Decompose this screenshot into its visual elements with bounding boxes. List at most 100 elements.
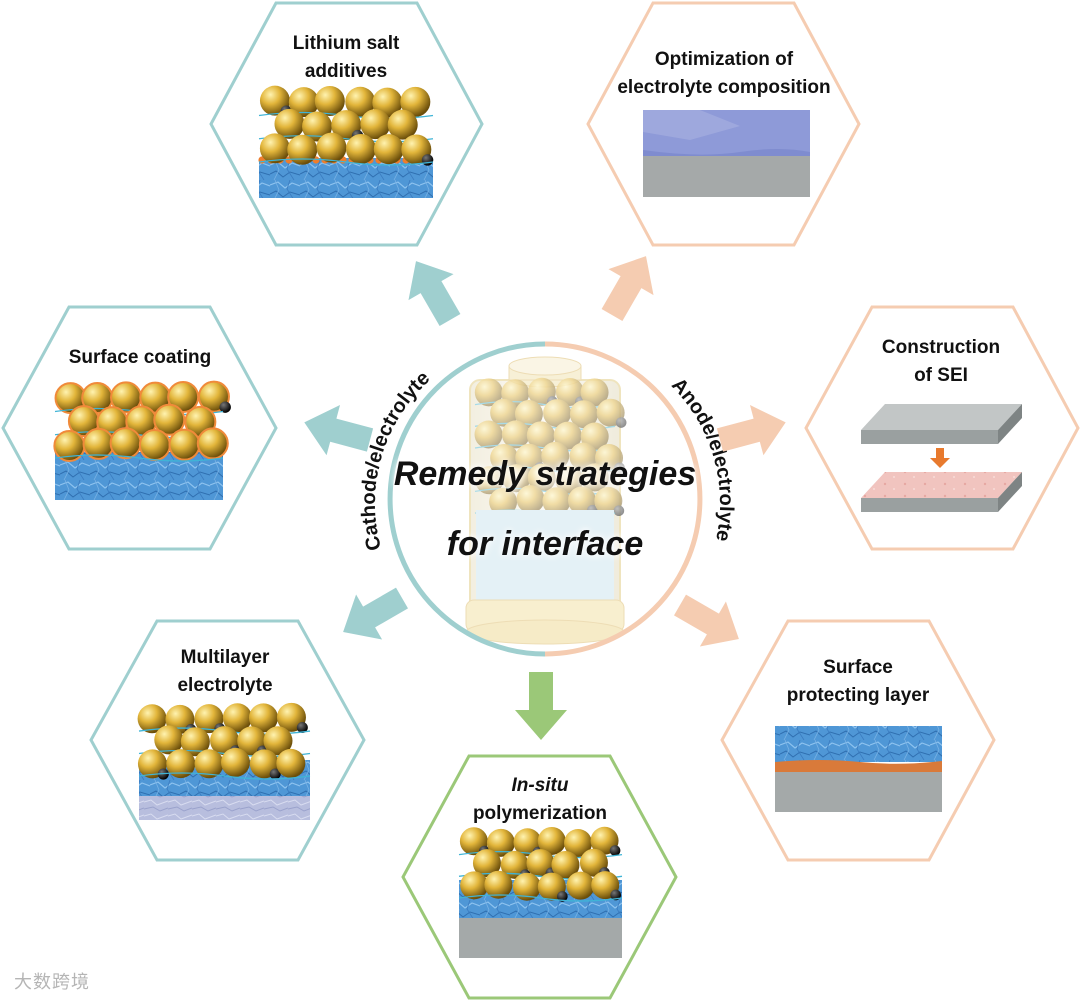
active-particle (526, 421, 555, 450)
active-particle (345, 86, 376, 117)
active-particle (345, 133, 376, 164)
panel-lithium-salt (258, 85, 434, 198)
active-particle (543, 399, 572, 428)
active-particle (514, 399, 543, 428)
active-particle (248, 703, 278, 733)
label-optimization: Optimization of electrolyte composition (617, 49, 831, 98)
active-particle (360, 109, 391, 140)
panel-in-situ (458, 826, 623, 958)
label-construction-sei: Construction of SEI (881, 337, 1001, 386)
active-particle (288, 87, 319, 118)
cathode-arc (387, 341, 546, 657)
active-particle (137, 704, 167, 734)
active-particle (314, 86, 345, 117)
active-particle (196, 427, 229, 460)
active-particle (373, 134, 404, 165)
active-particle (400, 86, 431, 117)
active-particle (474, 378, 503, 407)
active-particle (180, 727, 210, 757)
active-particle (541, 441, 570, 470)
arrow-to-surface-coating (304, 405, 374, 456)
active-particle (387, 109, 418, 140)
binder-strand (138, 772, 311, 780)
active-particle (316, 132, 347, 163)
active-particle (460, 871, 489, 900)
binder-strand (54, 454, 224, 462)
active-particle (302, 111, 333, 142)
active-particle (566, 871, 595, 900)
active-particle (263, 726, 293, 756)
active-particle (109, 427, 142, 460)
central-battery-illustration (465, 356, 627, 645)
conductive-particle (614, 462, 625, 474)
center-title-line1: Remedy strategies (393, 455, 697, 493)
arrow-to-multilayer (343, 587, 408, 640)
conductive-particle (296, 721, 308, 733)
active-particle (490, 398, 519, 427)
arrow-to-construction-sei (716, 405, 786, 456)
conductive-particle (609, 845, 621, 856)
active-particle (154, 725, 184, 755)
arrow-to-surface-protecting (674, 594, 739, 647)
arrow-to-in-situ (515, 672, 567, 740)
active-particle (489, 487, 518, 516)
active-particle (259, 133, 290, 164)
conductive-particle (219, 401, 231, 413)
active-particle (564, 829, 593, 858)
active-particle (153, 403, 186, 436)
active-particle (166, 749, 196, 779)
center-title-line2: for interface (446, 525, 644, 563)
active-particle (484, 870, 513, 899)
label-surface-coating: Surface coating (68, 347, 212, 368)
active-particle (542, 487, 571, 516)
panel-surface-coating (53, 380, 231, 500)
active-particle (168, 428, 201, 461)
conductive-particle (556, 891, 568, 902)
active-particle (551, 850, 580, 879)
active-particle (502, 464, 531, 493)
panel-multilayer (137, 702, 311, 820)
active-particle (512, 872, 541, 901)
label-multilayer: Multilayer electrolyte (177, 647, 273, 696)
active-particle (472, 849, 501, 878)
active-particle (274, 108, 305, 139)
active-particle (138, 429, 171, 462)
conductive-particle (610, 889, 622, 901)
active-particle (287, 134, 318, 165)
active-particle (580, 378, 609, 407)
label-lithium-salt: Lithium salt additives (292, 33, 400, 82)
active-particle (527, 463, 556, 492)
active-particle (569, 442, 598, 471)
active-particle (569, 400, 598, 429)
active-particle (490, 443, 519, 472)
active-particle (486, 828, 515, 857)
sei-down-arrow (930, 448, 950, 468)
arrow-to-lithium-salt (408, 261, 461, 326)
label-surface-protecting: Surface protecting layer (786, 657, 930, 706)
active-particle (276, 748, 306, 778)
panel-surface-protecting (775, 726, 942, 812)
active-particle (475, 466, 504, 495)
conductive-particle (613, 505, 625, 517)
conductive-particle (615, 417, 627, 428)
conductive-particle (421, 154, 434, 166)
active-particle (220, 747, 250, 777)
active-particle (501, 420, 530, 449)
conductive-particle (269, 768, 281, 780)
arrow-to-optimization (601, 256, 654, 321)
active-particle (580, 463, 609, 492)
binder-strand (258, 158, 434, 166)
active-particle (222, 703, 252, 733)
watermark-text: 大数跨境 (14, 972, 90, 993)
active-particle (555, 465, 584, 494)
active-particle (537, 826, 566, 855)
panel-optimization (643, 110, 810, 197)
active-particle (516, 485, 545, 514)
anode-arc (544, 341, 703, 657)
active-particle (194, 749, 224, 779)
active-particle (553, 421, 582, 450)
binder-strand (458, 894, 623, 902)
active-particle (474, 420, 503, 449)
panel-construction-sei (861, 404, 1022, 512)
